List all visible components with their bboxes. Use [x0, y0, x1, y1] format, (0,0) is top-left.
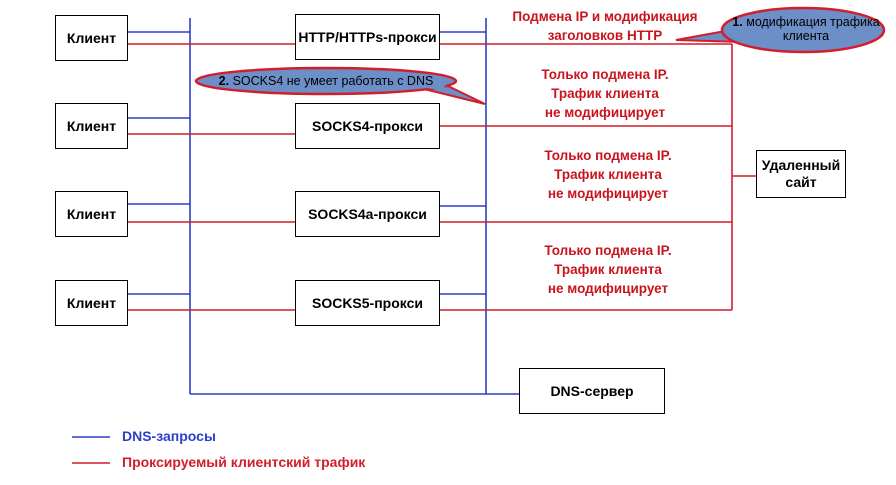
remote-site-box: Удаленный сайт [756, 150, 846, 198]
client-box-2: Клиент [55, 103, 128, 149]
socks4-note-line3: не модифицирует [544, 105, 666, 120]
socks4-note-line2: Трафик клиента [551, 86, 659, 101]
callout-2-text: 2. SOCKS4 не умеет работать с DNS [200, 74, 452, 88]
client-box-3: Клиент [55, 191, 128, 237]
http-proxy-box: HTTP/HTTPs-прокси [295, 14, 440, 60]
proxied-traffic-lines [128, 43, 756, 311]
dns-request-lines [128, 18, 520, 395]
callout-1 [675, 6, 886, 54]
socks4a-proxy-box: SOCKS4a-прокси [295, 191, 440, 237]
dns-server-box: DNS-сервер [519, 368, 665, 414]
socks4a-proxy-note: Только подмена IP. Трафик клиента не мод… [503, 146, 713, 203]
remote-site-line2: сайт [785, 174, 817, 190]
socks4a-note-line3: не модифицирует [547, 186, 669, 201]
http-note-line2: заголовков HTTP [547, 28, 663, 43]
callout-1-number: 1. [732, 15, 743, 29]
callout-1-text: 1. модификация трафика клиента [726, 15, 886, 43]
callout-2-label: SOCKS4 не умеет работать с DNS [232, 74, 434, 88]
callout-2-bubble [194, 66, 458, 96]
legend-proxy-label: Проксируемый клиентский трафик [122, 454, 366, 470]
callout-1-bubble [720, 6, 886, 54]
socks4a-note-line1: Только подмена IP. [544, 148, 672, 163]
socks5-proxy-note: Только подмена IP. Трафик клиента не мод… [503, 241, 713, 298]
callout-2-number: 2. [218, 74, 230, 88]
socks4a-note-line2: Трафик клиента [554, 167, 662, 182]
client-box-4: Клиент [55, 280, 128, 326]
callout-1-line1: модификация трафика [746, 15, 880, 29]
socks4-note-line1: Только подмена IP. [541, 67, 669, 82]
http-proxy-note: Подмена IP и модификация заголовков HTTP [495, 7, 715, 45]
socks4-proxy-box: SOCKS4-прокси [295, 103, 440, 149]
http-note-line1: Подмена IP и модификация [512, 9, 698, 24]
callout-2 [194, 66, 486, 105]
socks5-note-line3: не модифицирует [547, 281, 669, 296]
socks5-note-line2: Трафик клиента [554, 262, 662, 277]
client-box-1: Клиент [55, 15, 128, 61]
callout-1-line2: клиента [782, 29, 830, 43]
legend-dns-label: DNS-запросы [122, 428, 216, 444]
socks5-proxy-box: SOCKS5-прокси [295, 280, 440, 326]
remote-site-line1: Удаленный [761, 157, 841, 173]
socks5-note-line1: Только подмена IP. [544, 243, 672, 258]
socks4-proxy-note: Только подмена IP. Трафик клиента не мод… [500, 65, 710, 122]
